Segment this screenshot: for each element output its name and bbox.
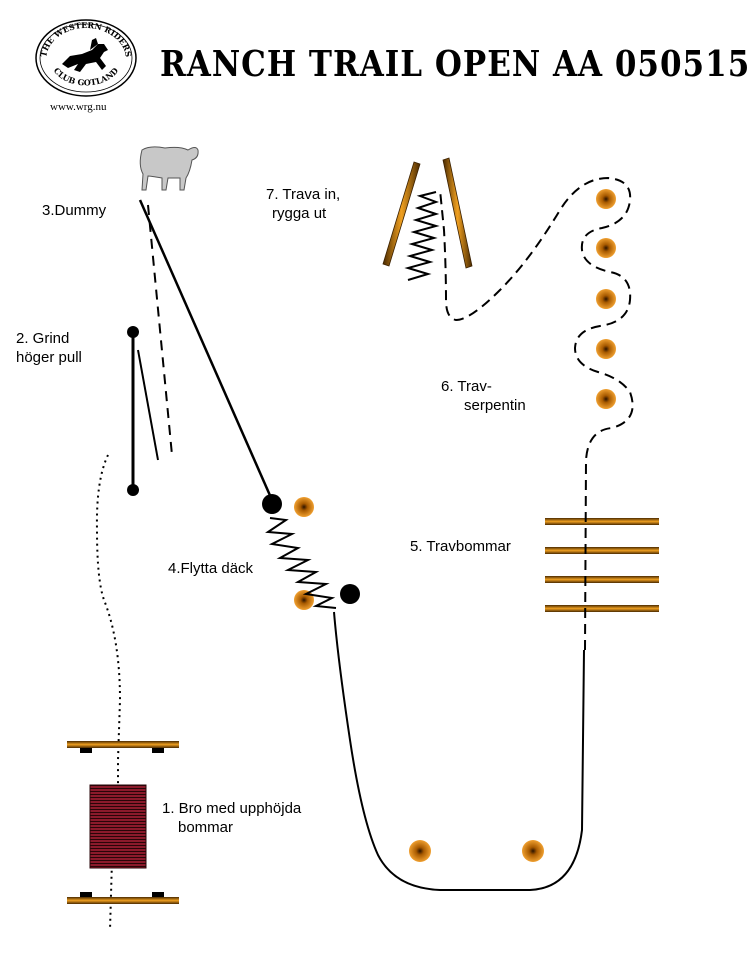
label-dummy-line1: 3.Dummy [42,202,107,219]
gate-obstacle [127,326,159,496]
label-gate-line1: 2. Grind [16,330,70,347]
cone [409,840,431,862]
label-trot-in: 7. Trava in, rygga ut [266,185,340,223]
tire-obstacle [262,494,360,610]
label-bridge: 1. Bro med upphöjda bommar [162,799,301,837]
label-serpentine-line2: serpentin [464,397,526,414]
serpentine-dashed-path [439,176,634,651]
page-title: RANCH TRAIL OPEN AA 050515 [160,44,750,86]
dummy-dashed-path [147,204,173,456]
bridge-dotted-path [95,454,122,931]
trot-poles [545,518,659,612]
label-trot-in-line2: rygga ut [272,205,327,222]
label-serpentine: 6. Trav- serpentin [441,377,526,415]
label-trot-in-line1: 7. Trava in, [266,186,341,203]
label-gate: 2. Grind höger pull [16,329,82,367]
club-logo [35,19,137,97]
label-dummy: 3.Dummy [42,201,106,220]
label-trot-poles: 5. Travbommar [410,537,511,556]
label-gate-line2: höger pull [16,349,82,366]
label-trot-poles-line1: 5. Travbommar [410,538,511,555]
label-bridge-line2: bommar [178,819,234,836]
label-tires-line1: 4.Flytta däck [168,560,254,577]
course-drawing [35,19,659,931]
serpentine-cones [596,189,616,409]
dummy-line [138,199,274,501]
club-url: www.wrg.nu [50,101,107,113]
label-serpentine-line1: 6. Trav- [441,378,492,395]
sheep-icon [139,146,199,191]
course-path [333,611,585,891]
trot-in-back-out-obstacle [382,157,473,281]
label-bridge-line1: 1. Bro med upphöjda [162,800,302,817]
label-tires: 4.Flytta däck [168,559,253,578]
trail-course-diagram: RANCH TRAIL OPEN AA 050515 www.wrg.nu 1.… [16,19,749,931]
bridge-obstacle [67,741,179,904]
cone [522,840,544,862]
